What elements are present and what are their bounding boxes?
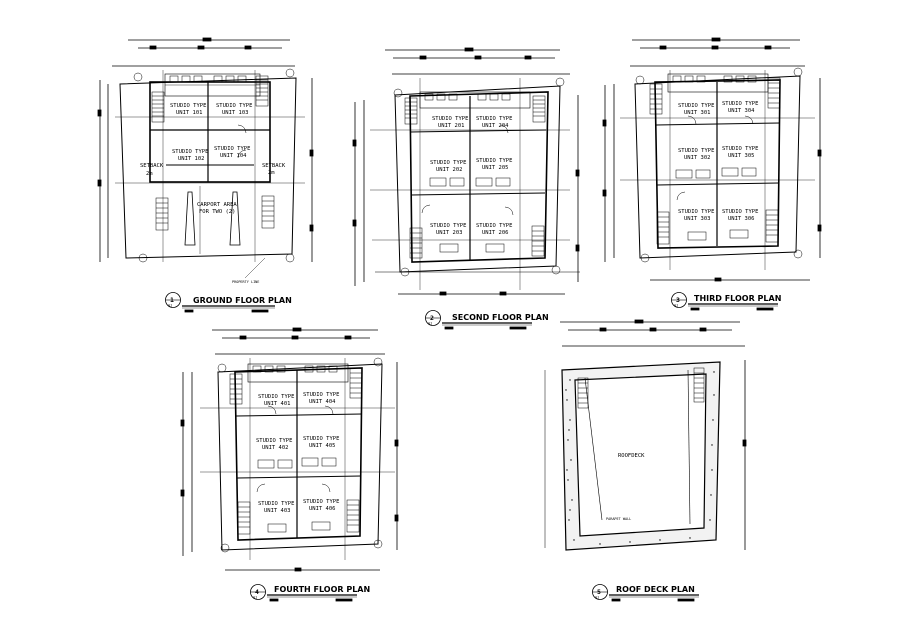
- third-floor-plan: [602, 37, 822, 282]
- sheet-reference: A1: [595, 596, 599, 600]
- plan-title: ROOF DECK PLAN: [616, 585, 695, 594]
- room-label: UNIT 402: [262, 445, 289, 451]
- plan-number: 2: [430, 314, 434, 322]
- room-label: STUDIO TYPE: [430, 223, 466, 229]
- room-label: UNIT 405: [309, 443, 336, 449]
- room-label: UNIT 103: [222, 110, 249, 116]
- room-label: UNIT 201: [438, 123, 465, 129]
- carport-label: CARPORT AREA: [197, 202, 237, 208]
- roofdeck-label: ROOFDECK: [618, 453, 645, 459]
- room-label: UNIT 302: [684, 155, 711, 161]
- carport-label: FOR TWO (2): [199, 209, 235, 215]
- room-label: STUDIO TYPE: [258, 501, 294, 507]
- room-label: STUDIO TYPE: [303, 392, 339, 398]
- room-label: STUDIO TYPE: [303, 436, 339, 442]
- room-label: STUDIO TYPE: [722, 146, 758, 152]
- room-label: STUDIO TYPE: [430, 160, 466, 166]
- title-block-ground: [165, 292, 275, 313]
- title-block-fourth: [250, 584, 357, 602]
- room-label: UNIT 203: [436, 230, 463, 236]
- room-label: STUDIO TYPE: [216, 103, 252, 109]
- roof-deck-plan: [544, 319, 747, 551]
- room-label: UNIT 406: [309, 506, 336, 512]
- room-label: STUDIO TYPE: [722, 209, 758, 215]
- room-label: STUDIO TYPE: [722, 101, 758, 107]
- plan-title: GROUND FLOOR PLAN: [193, 296, 292, 305]
- fourth-floor-plan: [180, 327, 399, 572]
- room-label: STUDIO TYPE: [172, 149, 208, 155]
- room-label: UNIT 102: [178, 156, 205, 162]
- room-label: UNIT 104: [220, 153, 247, 159]
- room-label: STUDIO TYPE: [678, 148, 714, 154]
- room-label: UNIT 301: [684, 110, 711, 116]
- room-label: STUDIO TYPE: [476, 158, 512, 164]
- plan-title: THIRD FLOOR PLAN: [694, 294, 781, 303]
- sheet-reference: A1: [674, 304, 678, 308]
- room-label: UNIT 303: [684, 216, 711, 222]
- setback-label: SETBACK: [262, 163, 286, 169]
- setback-label: SETBACK: [140, 163, 164, 169]
- ground-floor-plan: [97, 37, 314, 279]
- room-label: UNIT 401: [264, 401, 291, 407]
- room-label: UNIT 206: [482, 230, 509, 236]
- title-block-third: [671, 292, 778, 311]
- room-label: UNIT 304: [728, 108, 755, 114]
- room-label: STUDIO TYPE: [476, 116, 512, 122]
- room-label: UNIT 204: [482, 123, 509, 129]
- room-label: UNIT 306: [728, 216, 755, 222]
- room-label: UNIT 404: [309, 399, 336, 405]
- room-label: UNIT 305: [728, 153, 755, 159]
- room-label: UNIT 205: [482, 165, 509, 171]
- room-label: STUDIO TYPE: [303, 499, 339, 505]
- plan-number: 3: [676, 296, 680, 304]
- property-line-label: PROPERTY LINE: [232, 280, 259, 284]
- sheet-reference: A1: [168, 304, 172, 308]
- room-label: STUDIO TYPE: [170, 103, 206, 109]
- plan-title: FOURTH FLOOR PLAN: [274, 585, 370, 594]
- room-label: STUDIO TYPE: [678, 103, 714, 109]
- plan-title: SECOND FLOOR PLAN: [452, 313, 549, 322]
- room-label: STUDIO TYPE: [678, 209, 714, 215]
- plan-number: 1: [170, 296, 174, 304]
- room-label: STUDIO TYPE: [258, 394, 294, 400]
- room-label: UNIT 101: [176, 110, 203, 116]
- room-label: STUDIO TYPE: [214, 146, 250, 152]
- setback-label: 2m: [268, 170, 275, 176]
- room-label: STUDIO TYPE: [432, 116, 468, 122]
- setback-label: 2m: [146, 171, 153, 177]
- title-block-second: [425, 310, 532, 330]
- second-floor-plan: [352, 47, 580, 296]
- parapet-note: PARAPET WALL: [606, 517, 631, 521]
- room-label: UNIT 202: [436, 167, 463, 173]
- room-label: UNIT 403: [264, 508, 291, 514]
- room-label: STUDIO TYPE: [476, 223, 512, 229]
- room-label: STUDIO TYPE: [256, 438, 292, 444]
- plan-number: 4: [255, 588, 259, 596]
- plan-number: 5: [597, 588, 601, 596]
- sheet-reference: A1: [253, 596, 257, 600]
- sheet-reference: A1: [428, 322, 432, 326]
- title-block-roof: [592, 584, 699, 602]
